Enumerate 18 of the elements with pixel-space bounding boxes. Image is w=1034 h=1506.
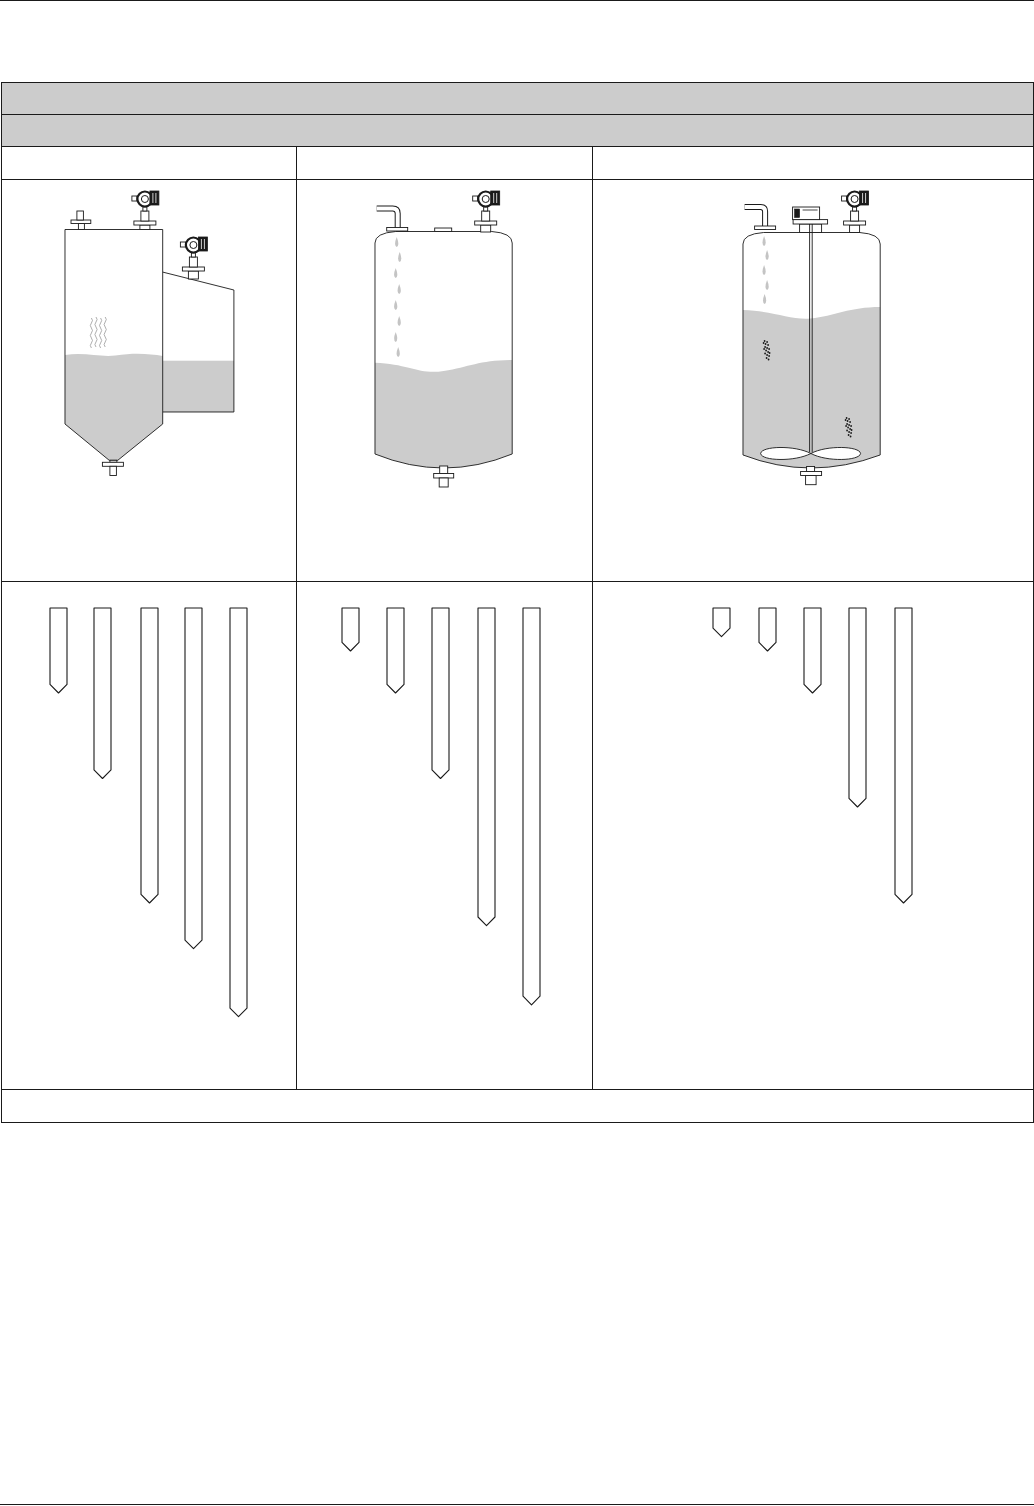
range-bar bbox=[477, 607, 497, 927]
silo-illustration bbox=[63, 190, 235, 477]
range-bar bbox=[758, 607, 778, 652]
agitated-tank-illustration bbox=[742, 190, 882, 486]
range-bar bbox=[386, 607, 406, 694]
range-bar bbox=[229, 607, 249, 1018]
range-bar bbox=[522, 607, 541, 1006]
range-bar bbox=[184, 607, 204, 950]
range-bar bbox=[48, 607, 68, 694]
range-bar bbox=[93, 607, 113, 780]
range-bar bbox=[848, 607, 867, 808]
storage-tank-illustration bbox=[374, 190, 514, 488]
range-bar bbox=[341, 607, 361, 652]
range-bar bbox=[803, 607, 822, 694]
range-bar bbox=[431, 607, 450, 780]
range-bar bbox=[712, 607, 731, 638]
range-bar bbox=[894, 607, 913, 904]
range-bar bbox=[139, 607, 159, 904]
